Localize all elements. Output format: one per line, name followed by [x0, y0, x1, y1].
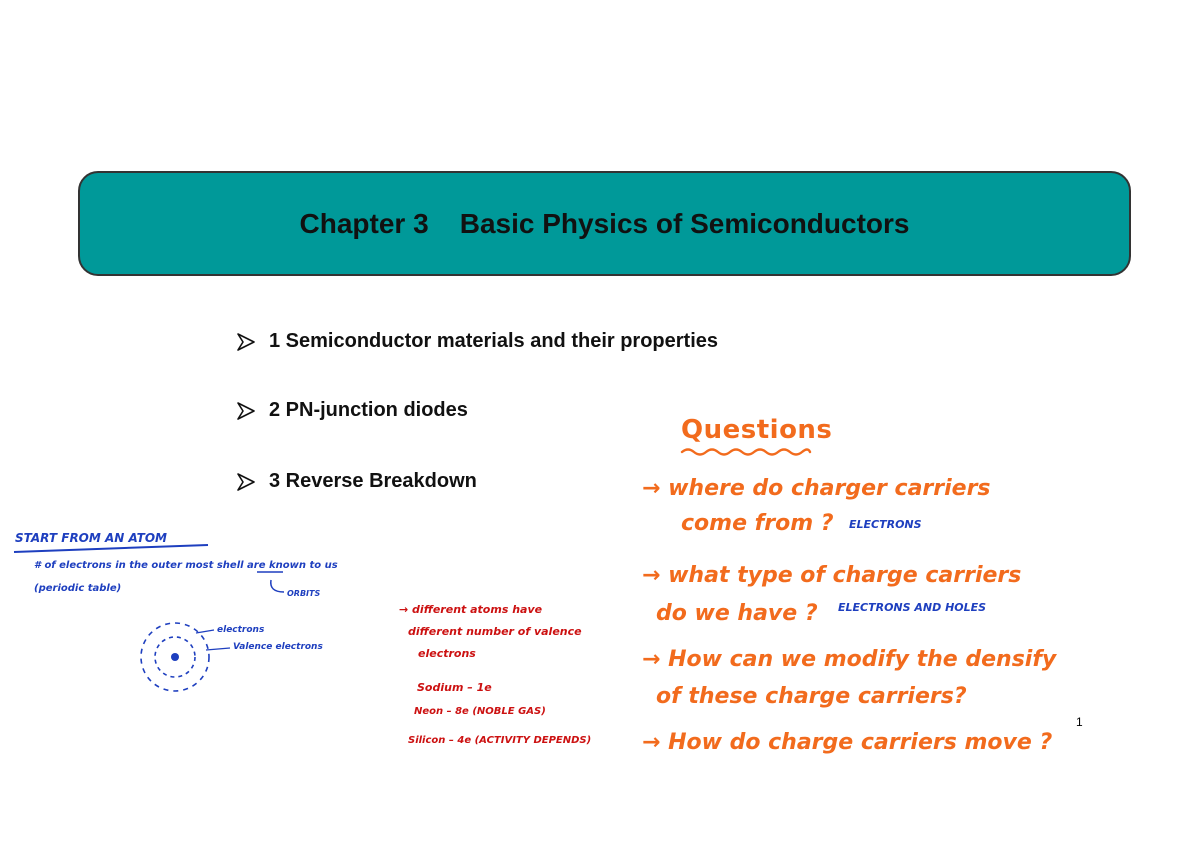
question-answer: ELECTRONS	[849, 518, 922, 531]
orbits-label: ORBITS	[287, 589, 321, 598]
valence-note-line: different number of valence	[408, 625, 582, 638]
valence-label: Valence electrons	[233, 642, 323, 652]
element-note: Sodium – 1e	[417, 681, 492, 694]
outline-item: 2 PN-junction diodes	[237, 399, 468, 422]
question-answer: ELECTRONS AND HOLES	[838, 601, 987, 614]
outline-item-label: 2 PN-junction diodes	[269, 399, 468, 421]
question-line: → How can we modify the densify	[642, 647, 1057, 672]
arrowhead-bullet-icon	[237, 332, 255, 351]
page-number: 1	[1076, 715, 1083, 729]
valence-note-line: → different atoms have	[399, 603, 543, 616]
question-line: do we have ?	[656, 601, 818, 626]
atom-note-line: (periodic table)	[34, 583, 122, 594]
outline-item-label: 3 Reverse Breakdown	[269, 470, 477, 492]
questions-heading: Questions	[681, 415, 833, 445]
question-line: → How do charge carriers move ?	[642, 730, 1053, 755]
outline-item: 1 Semiconductor materials and their prop…	[237, 330, 718, 353]
questions-squiggle	[680, 448, 812, 456]
element-note: Silicon – 4e (ACTIVITY DEPENDS)	[408, 735, 592, 746]
atom-note-line: # of electrons in the outer most shell a…	[34, 560, 338, 571]
atom-heading: START FROM AN ATOM	[15, 531, 167, 545]
electrons-label: electrons	[217, 625, 265, 635]
question-line: of these charge carriers?	[656, 684, 967, 709]
outline-item-label: 1 Semiconductor materials and their prop…	[269, 330, 719, 352]
question-line: → what type of charge carriers	[642, 563, 1022, 588]
outline-item: 3 Reverse Breakdown	[237, 470, 477, 493]
question-line: → where do charger carriers	[642, 476, 991, 501]
valence-note-line: electrons	[418, 647, 476, 660]
arrowhead-bullet-icon	[237, 472, 255, 491]
slide-title: Chapter 3 Basic Physics of Semiconductor…	[299, 207, 910, 239]
atom-heading-underline	[13, 544, 209, 553]
title-banner: Chapter 3 Basic Physics of Semiconductor…	[78, 171, 1131, 276]
arrowhead-bullet-icon	[237, 401, 255, 420]
orbits-bracket	[270, 579, 285, 593]
element-note: Neon – 8e (NOBLE GAS)	[414, 706, 546, 717]
question-line: come from ?	[681, 511, 834, 536]
